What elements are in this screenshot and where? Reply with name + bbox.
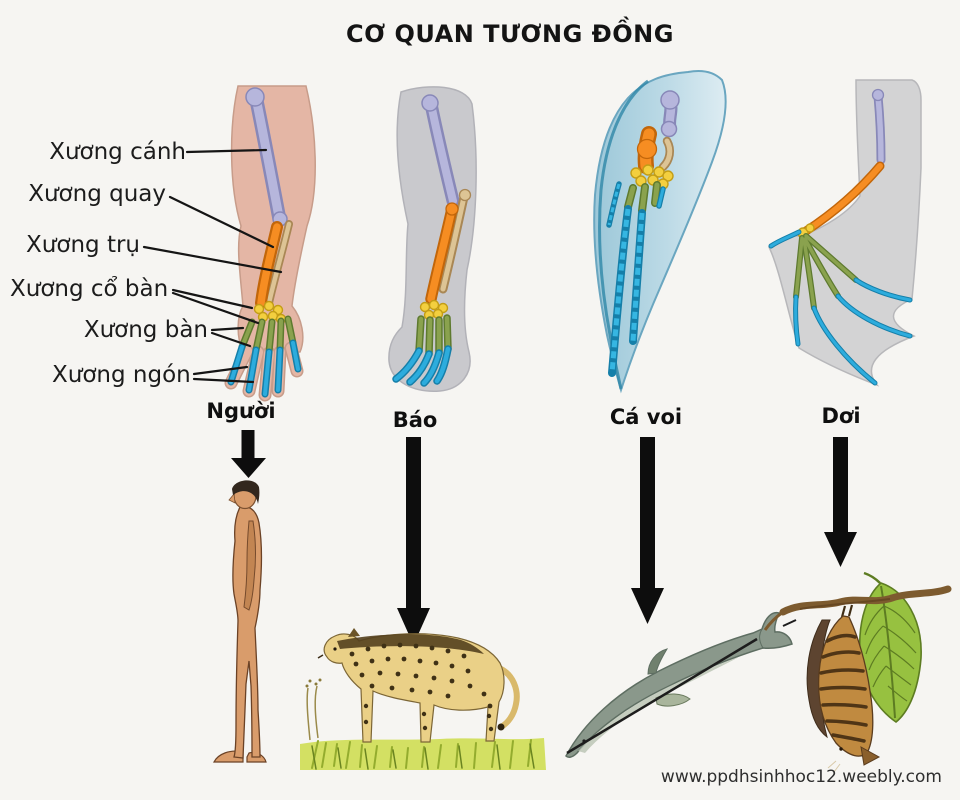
specimen-name-bao: Báo [392,408,438,432]
bat-wing-illustration [768,79,922,387]
arrow-ca-voi [631,437,664,624]
page-title: CƠ QUAN TƯƠNG ĐỒNG [346,20,674,48]
leopard-spots [349,642,494,732]
leopard-figure-illustration [300,628,546,770]
bone-label-leader-lines [142,148,283,384]
arrow-doi [824,437,857,567]
leopard-foreleg-illustration [388,86,477,392]
bone-label-xuong-ngon: Xương ngón [52,362,191,388]
specimen-name-doi: Dơi [821,404,861,428]
whale-flipper-illustration [593,70,727,394]
footer-url: www.ppdhsinhhoc12.weebly.com [660,767,942,787]
bone-label-xuong-ban: Xương bàn [83,317,208,343]
bone-label-xuong-quay: Xương quay [28,181,166,207]
whale-figure-illustration [565,611,797,758]
arrow-bao [397,437,430,645]
human-figure-illustration [213,480,267,763]
bone-label-xuong-tru: Xương trụ [26,232,140,258]
specimen-name-nguoi: Người [206,399,276,423]
leopard-carpals [419,299,449,321]
bone-label-xuong-co-ban: Xương cổ bàn [10,276,169,302]
human-arm-illustration [224,85,316,402]
bat-figure-illustration [763,571,952,773]
arrow-nguoi [231,430,266,478]
human-carpals [253,300,287,325]
bone-label-xuong-canh: Xương cánh [49,139,186,165]
specimen-name-ca-voi: Cá voi [609,405,683,429]
